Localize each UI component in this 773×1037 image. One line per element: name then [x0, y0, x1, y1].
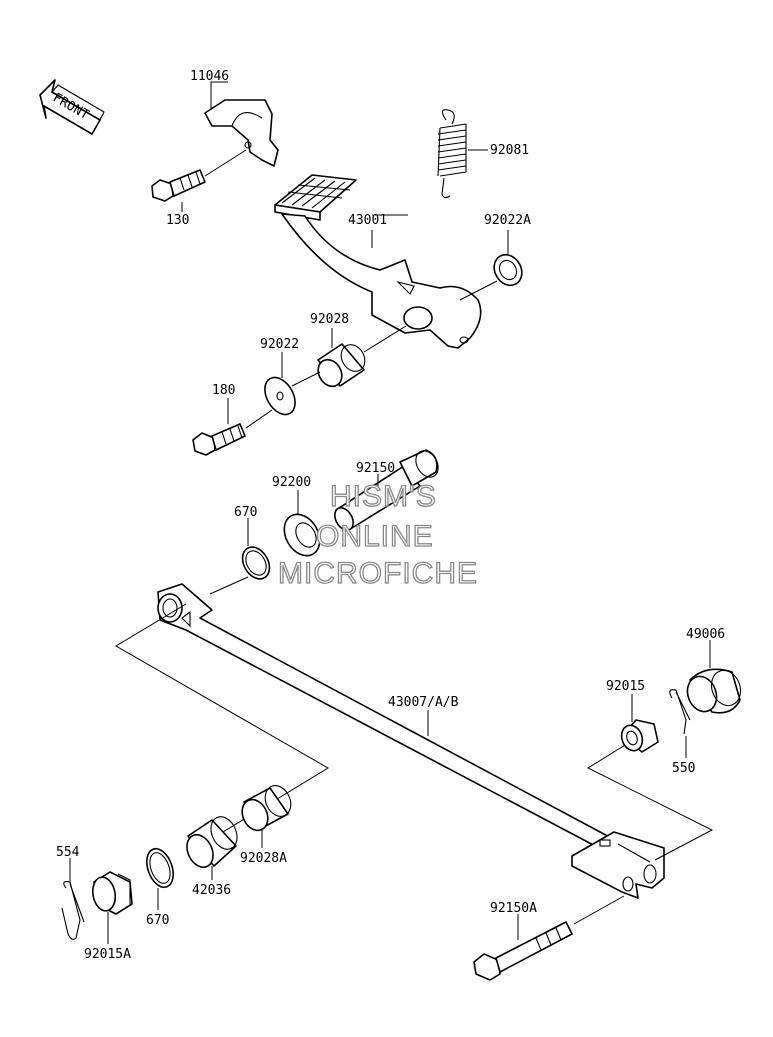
washer-92022-icon — [264, 376, 296, 416]
label-part-92015a: 92015A — [84, 947, 131, 962]
cotter-pin-550-icon — [669, 689, 691, 735]
cap-49006-icon — [686, 668, 742, 714]
collar-92028-icon — [317, 343, 366, 388]
brake-pedal-43001-icon — [274, 174, 482, 349]
label-part-92081: 92081 — [490, 143, 529, 158]
label-part-670-upper: 670 — [234, 505, 257, 520]
label-part-92022a: 92022A — [484, 213, 531, 228]
label-part-130: 130 — [166, 213, 189, 228]
label-part-49006: 49006 — [686, 627, 725, 642]
label-part-92028a: 92028A — [240, 851, 287, 866]
label-part-92150a: 92150A — [490, 901, 537, 916]
label-part-92200: 92200 — [272, 475, 311, 490]
clamp-11046-icon — [204, 99, 279, 167]
label-part-180: 180 — [212, 383, 235, 398]
label-part-92150: 92150 — [356, 461, 395, 476]
collar-42036-icon — [186, 816, 238, 869]
bolt-92150-icon — [334, 449, 439, 531]
nut-92015a-icon — [91, 871, 133, 915]
label-part-92022: 92022 — [260, 337, 299, 352]
washer-92200-icon — [283, 513, 321, 557]
label-part-92015: 92015 — [606, 679, 645, 694]
label-part-550: 550 — [672, 761, 695, 776]
front-arrow-icon: FRONT — [39, 79, 105, 135]
rod-43007-icon — [157, 583, 665, 899]
label-part-92028: 92028 — [310, 312, 349, 327]
spring-92081-icon — [437, 109, 467, 199]
o-ring-670-icon — [241, 546, 271, 580]
label-part-670-lower: 670 — [146, 913, 169, 928]
bolt-180-icon — [192, 423, 246, 456]
washer-92022a-icon — [493, 253, 523, 287]
clip-554-icon — [61, 881, 85, 940]
label-part-11046: 11046 — [190, 69, 229, 84]
watermark-line-2: ONLINE — [316, 520, 434, 553]
watermark-line-3: MICROFICHE — [278, 557, 478, 590]
nut-92015-icon — [620, 719, 659, 753]
watermark: HISM'S ONLINE MICROFICHE — [277, 479, 478, 590]
label-part-554: 554 — [56, 845, 80, 860]
label-part-43007: 43007/A/B — [388, 695, 459, 710]
label-part-42036: 42036 — [192, 883, 231, 898]
watermark-line-1: HISM'S — [330, 480, 437, 513]
collar-92028a-icon — [241, 785, 292, 832]
bolt-130-icon — [151, 169, 206, 202]
label-part-43001: 43001 — [348, 213, 387, 228]
o-ring-670-lower-icon — [146, 847, 174, 889]
bolt-92150a-icon — [473, 921, 573, 981]
